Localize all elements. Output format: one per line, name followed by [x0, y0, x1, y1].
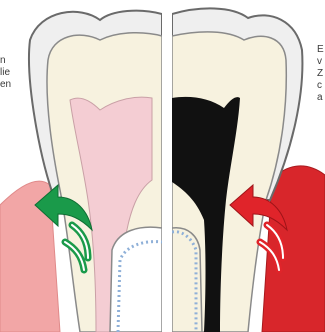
panel-divider	[162, 0, 172, 332]
left-text-line: en	[0, 79, 18, 91]
left-cut-text: n lie en	[0, 55, 18, 91]
left-text-line: lie	[0, 67, 18, 79]
right-panel	[172, 8, 325, 332]
right-text-line: E	[317, 44, 325, 56]
left-panel	[0, 11, 162, 332]
right-text-line: Z	[317, 68, 325, 80]
right-text-line: c	[317, 80, 325, 92]
left-text-line: n	[0, 55, 18, 67]
right-text-line: a	[317, 92, 325, 104]
right-cut-text: E v Z c a	[317, 44, 325, 104]
right-text-line: v	[317, 56, 325, 68]
